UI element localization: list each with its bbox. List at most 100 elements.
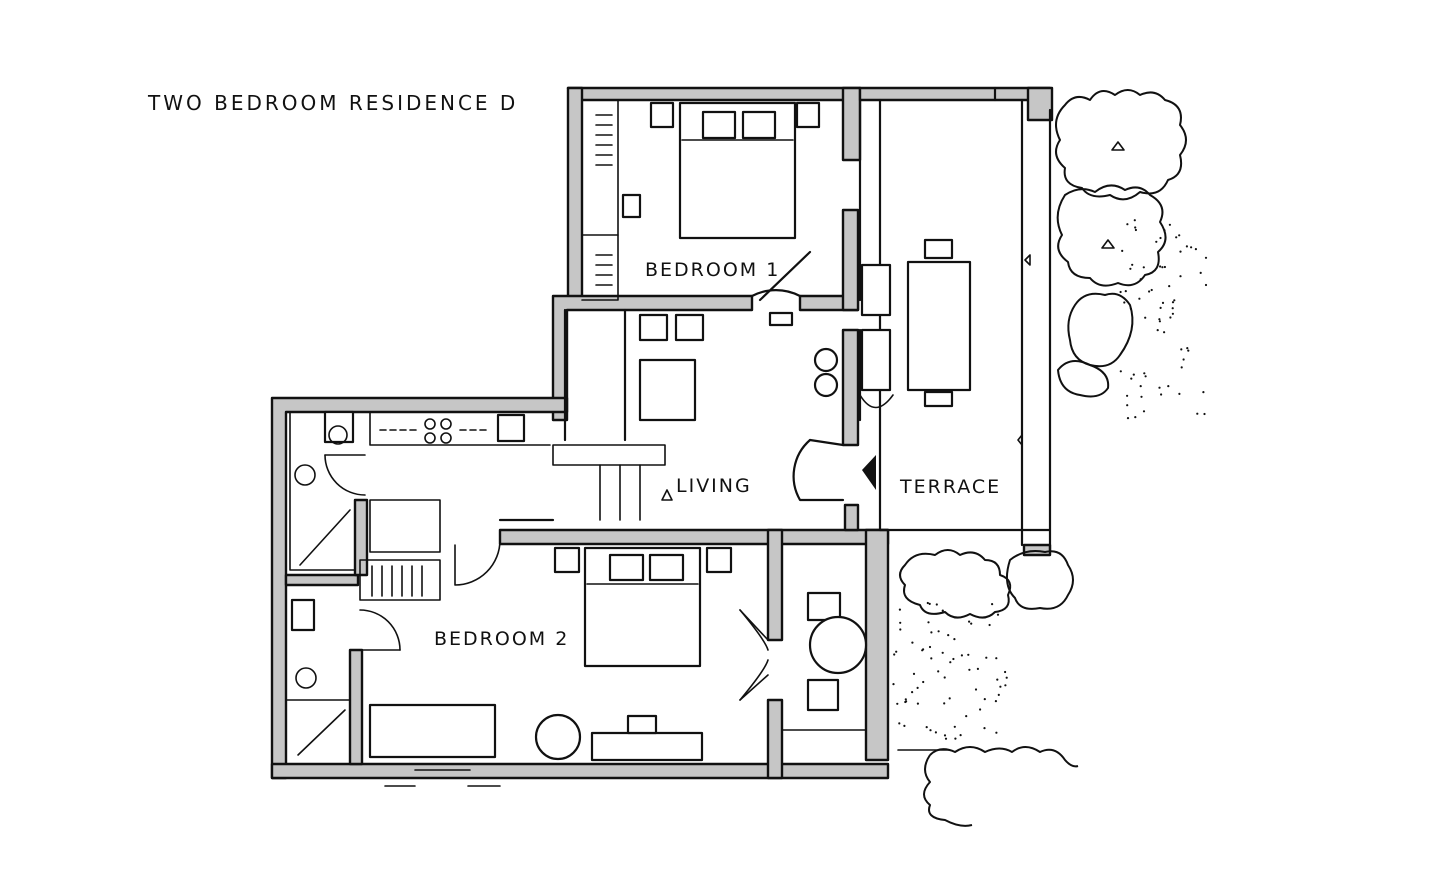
- shrub-1-icon: [1067, 292, 1134, 368]
- interior-lines: [285, 86, 1052, 731]
- wall-bedroom1-top: [566, 86, 862, 102]
- stipple-dot: [911, 691, 914, 694]
- stipple-dot: [934, 731, 938, 734]
- stipple-dot: [947, 634, 950, 637]
- stipple-dot: [1134, 416, 1137, 419]
- stipple-dot: [896, 702, 899, 705]
- stipple-dot: [996, 678, 999, 681]
- stipple-dot: [1126, 394, 1129, 397]
- landscape: [897, 89, 1187, 827]
- stipple-dot: [943, 702, 946, 705]
- stipple-dot: [1126, 404, 1129, 407]
- stipple-dot: [928, 645, 932, 649]
- stipple-dot: [1179, 250, 1182, 253]
- stipple-dot: [1130, 377, 1133, 380]
- stipple-dot: [1182, 358, 1185, 361]
- stipple-dot: [985, 656, 988, 659]
- stipple-dot: [1167, 385, 1170, 388]
- stipple-dot: [922, 680, 925, 684]
- stipple-dot: [1159, 265, 1162, 268]
- stipple-dot: [979, 708, 982, 711]
- wall-bath-divider: [284, 573, 360, 587]
- stipple-dot: [965, 715, 968, 718]
- bed-bedroom1: [678, 101, 797, 240]
- stipple-dot: [893, 653, 896, 656]
- stipple-dot: [1168, 223, 1171, 226]
- stipple-dot: [1139, 385, 1142, 388]
- stipple-dot: [892, 683, 895, 686]
- stipple-dot: [1173, 299, 1176, 302]
- stipple-dot: [1194, 248, 1197, 251]
- wall-bedroom2-bottom: [270, 762, 890, 780]
- ground-stipple: [892, 219, 1208, 740]
- stipple-dot: [1160, 393, 1163, 396]
- wall-bath-vertical: [353, 498, 369, 577]
- stipple-dot: [1179, 275, 1182, 278]
- wall-bedroom2-top: [498, 528, 890, 546]
- stipple-dot: [1180, 366, 1183, 369]
- stipple-dot: [941, 609, 944, 612]
- stipple-dot: [935, 603, 938, 606]
- stipple-dot: [1161, 301, 1165, 304]
- stipple-dot: [1155, 240, 1158, 243]
- stipple-dot: [968, 620, 971, 623]
- stipple-dot: [1163, 265, 1166, 269]
- stipple-dot: [974, 688, 978, 691]
- stipple-dot: [930, 657, 933, 660]
- stipple-dot: [1175, 236, 1178, 239]
- stipple-dot: [898, 608, 902, 611]
- stipple-dot: [1171, 312, 1174, 315]
- stipple-dot: [1140, 395, 1143, 398]
- stipple-dot: [911, 641, 914, 644]
- room-label-bedroom1: BEDROOM 1: [645, 259, 780, 281]
- stipple-dot: [1185, 245, 1188, 248]
- stipple-dot: [1142, 266, 1145, 269]
- stipple-dot: [1168, 285, 1171, 288]
- stipple-dot: [997, 693, 1000, 697]
- stipple-dot: [1159, 306, 1162, 309]
- stipple-dot: [1126, 417, 1130, 420]
- stipple-dot: [1203, 412, 1206, 416]
- stipple-dot: [1196, 412, 1199, 415]
- plan-title: TWO BEDROOM RESIDENCE D: [147, 91, 518, 115]
- stipple-dot: [970, 622, 973, 625]
- stipple-dot: [895, 650, 898, 653]
- stipple-dot: [903, 724, 906, 728]
- stipple-dot: [1171, 301, 1175, 304]
- stipple-dot: [1186, 347, 1189, 350]
- stipple-dot: [916, 686, 919, 690]
- wall-terrace-right: [1026, 86, 1054, 122]
- stipple-dot: [1158, 386, 1161, 389]
- stipple-dot: [968, 668, 971, 671]
- stipple-dot: [1202, 391, 1205, 394]
- stipple-dot: [1004, 670, 1007, 674]
- stipple-dot: [1199, 271, 1202, 274]
- room-label-living: LIVING: [676, 475, 752, 497]
- wall-terrace-top: [858, 86, 1052, 102]
- stipple-dot: [1156, 329, 1159, 332]
- wall-bedroom1-left: [566, 86, 584, 302]
- stipple-dot: [1123, 301, 1126, 304]
- stipple-dot: [925, 726, 928, 729]
- wall-bedroom2-balcony-lower: [766, 698, 784, 780]
- stipple-dot: [930, 631, 933, 634]
- stipple-dot: [899, 621, 902, 624]
- stipple-dot: [922, 648, 925, 651]
- stipple-dot: [1131, 263, 1134, 266]
- stipple-dot: [1163, 331, 1166, 334]
- wall-living-right-mid: [841, 328, 860, 447]
- stipple-dot: [1139, 278, 1142, 281]
- stipple-dot: [1158, 320, 1161, 323]
- stipple-dot: [927, 621, 930, 624]
- terrace-table: [906, 260, 972, 392]
- stipple-dot: [994, 700, 998, 703]
- stipple-dot: [928, 602, 931, 606]
- stipple-dot: [937, 630, 940, 633]
- stipple-dot: [1171, 307, 1174, 310]
- stipple-dot: [960, 654, 964, 657]
- stipple-dot: [1143, 372, 1146, 375]
- stipple-dot: [1187, 349, 1190, 352]
- stipple-dot: [1134, 228, 1137, 232]
- stipple-dot: [1190, 246, 1193, 249]
